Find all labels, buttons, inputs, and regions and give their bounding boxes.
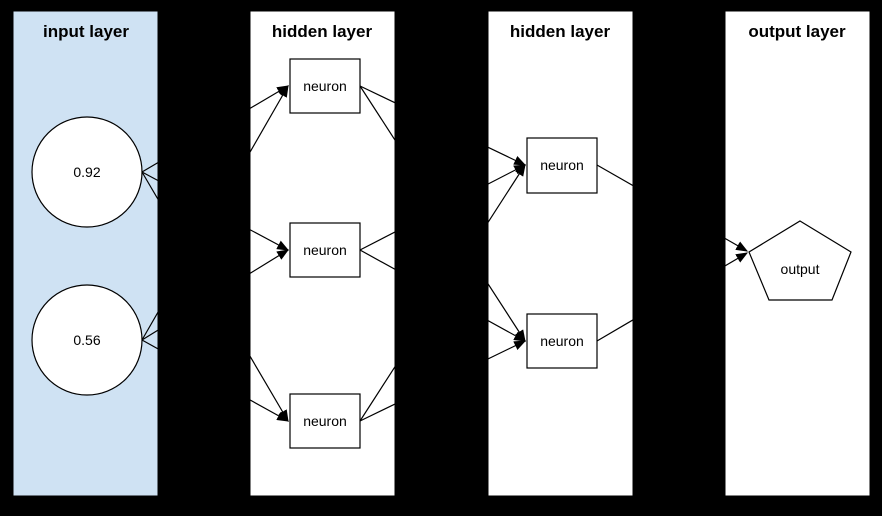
connection-line bbox=[141, 171, 290, 251]
hidden2-neuron-2-label: neuron bbox=[540, 333, 584, 349]
connection-line bbox=[141, 85, 290, 173]
input-node-2: 0.56 bbox=[31, 284, 143, 396]
hidden1-neuron-2-box bbox=[289, 222, 361, 278]
connection-line bbox=[359, 164, 527, 251]
connection-line bbox=[141, 339, 290, 422]
input-layer-title: input layer bbox=[43, 22, 129, 41]
output-node: output bbox=[748, 220, 852, 301]
hidden1-neuron-1-box bbox=[289, 58, 361, 114]
hidden-layer-2-title: hidden layer bbox=[510, 22, 611, 41]
output-node-pentagon bbox=[748, 220, 852, 301]
hidden2-neuron-1-box bbox=[526, 137, 598, 194]
hidden1-neuron-2-label: neuron bbox=[303, 242, 347, 258]
input-node-2-circle bbox=[31, 284, 143, 396]
hidden1-neuron-3-label: neuron bbox=[303, 413, 347, 429]
connection-line bbox=[359, 163, 526, 422]
hidden1-neuron-1-label: neuron bbox=[303, 78, 347, 94]
input-layer-panel: input layer bbox=[12, 10, 159, 497]
hidden1-neuron-1: neuron bbox=[289, 58, 361, 114]
connection-line bbox=[359, 85, 527, 166]
input-node-1-circle bbox=[31, 116, 143, 228]
hidden-layer-2-panel: hidden layer bbox=[487, 10, 634, 497]
input-node-2-value: 0.56 bbox=[73, 332, 100, 348]
hidden1-neuron-3: neuron bbox=[289, 393, 361, 449]
input-layer-background bbox=[12, 10, 159, 497]
connection-arrows bbox=[141, 84, 749, 423]
connection-line bbox=[141, 171, 289, 423]
hidden1-neuron-3-box bbox=[289, 393, 361, 449]
connection-line bbox=[141, 84, 289, 341]
hidden1-neuron-2: neuron bbox=[289, 222, 361, 278]
hidden-layer-1-title: hidden layer bbox=[272, 22, 373, 41]
hidden2-neuron-1-label: neuron bbox=[540, 157, 584, 173]
hidden2-neuron-1: neuron bbox=[526, 137, 598, 194]
input-node-1: 0.92 bbox=[31, 116, 143, 228]
connection-line bbox=[359, 340, 527, 422]
connection-line bbox=[359, 249, 527, 342]
connection-line bbox=[596, 164, 749, 252]
hidden-layer-2-background bbox=[487, 10, 634, 497]
connection-line bbox=[141, 249, 290, 341]
hidden2-neuron-2: neuron bbox=[526, 313, 598, 369]
hidden2-neuron-2-box bbox=[526, 313, 598, 369]
output-layer-title: output layer bbox=[748, 22, 846, 41]
connection-line bbox=[596, 252, 749, 342]
input-node-1-value: 0.92 bbox=[73, 164, 100, 180]
output-node-label: output bbox=[781, 261, 820, 277]
connection-line bbox=[359, 85, 526, 343]
